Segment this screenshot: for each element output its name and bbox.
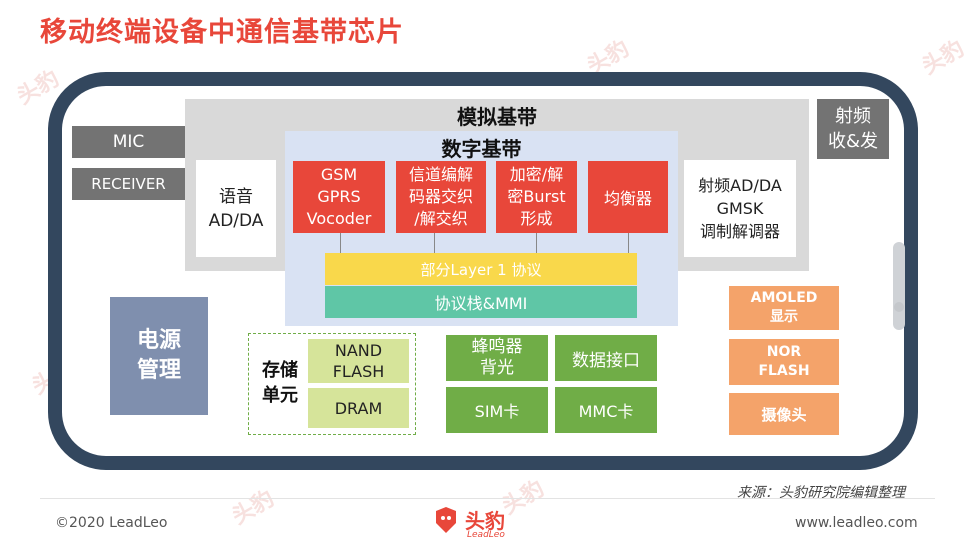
amoled-line1: AMOLED <box>750 290 818 306</box>
mmc-card-box: MMC卡 <box>555 387 657 433</box>
encryption-line2: 密Burst <box>507 187 566 206</box>
nand-line2: FLASH <box>332 362 385 381</box>
digital-baseband-label: 数字基带 <box>441 136 522 161</box>
channel-codec-line3: /解交织 <box>414 209 468 228</box>
camera-box: 摄像头 <box>729 393 839 435</box>
nor-line2: FLASH <box>758 363 810 379</box>
encryption-block: 加密/解 密Burst 形成 <box>496 161 577 233</box>
channel-codec-line2: 码器交织 <box>408 187 473 206</box>
watermark: 头豹 <box>227 486 279 530</box>
phone-side-button <box>893 242 905 330</box>
rf-rxtx-box: 射频 收&发 <box>817 99 889 159</box>
voice-adda-box: 语音 AD/DA <box>196 160 276 257</box>
voice-adda-line2: AD/DA <box>208 210 264 231</box>
receiver-box: RECEIVER <box>72 168 185 200</box>
sim-card-box: SIM卡 <box>446 387 548 433</box>
amoled-box: AMOLED 显示 <box>729 286 839 330</box>
logo-text: 头豹 <box>465 509 505 533</box>
phone-camera-dot <box>894 302 904 312</box>
protocol-stack-bar: 协议栈&MMI <box>325 286 637 318</box>
data-interface-box: 数据接口 <box>555 335 657 381</box>
vocoder-block: GSM GPRS Vocoder <box>293 161 385 233</box>
buzzer-line2: 背光 <box>480 358 514 378</box>
vocoder-line2: GPRS <box>317 187 361 206</box>
rf-rxtx-line2: 收&发 <box>827 131 879 152</box>
storage-label: 存储 单元 <box>255 355 305 411</box>
equalizer-block: 均衡器 <box>588 161 668 233</box>
nand-line1: NAND <box>334 341 383 360</box>
channel-codec-block: 信道编解 码器交织 /解交织 <box>396 161 486 233</box>
source-note: 来源：头豹研究院编辑整理 <box>737 485 905 501</box>
analog-baseband-label: 模拟基带 <box>457 104 537 129</box>
nand-flash-box: NAND FLASH <box>308 339 409 383</box>
equalizer-label: 均衡器 <box>603 189 652 208</box>
storage-unit-region <box>248 333 416 435</box>
nor-flash-box: NOR FLASH <box>729 339 839 385</box>
rf-adda-line2: GMSK <box>716 199 764 218</box>
watermark: 头豹 <box>917 36 969 80</box>
connector-line <box>628 233 629 255</box>
layer1-bar: 部分Layer 1 协议 <box>325 253 637 285</box>
logo-subtext: LeadLeo <box>467 530 505 540</box>
connector-line <box>536 233 537 255</box>
footer-divider <box>40 498 935 499</box>
amoled-line2: 显示 <box>770 309 798 325</box>
buzzer-line1: 蜂鸣器 <box>471 337 523 357</box>
vocoder-line3: Vocoder <box>306 209 372 228</box>
leadleo-logo-icon <box>432 505 460 535</box>
vocoder-line1: GSM <box>320 165 358 184</box>
rf-adda-box: 射频AD/DA GMSK 调制解调器 <box>684 160 796 257</box>
rf-adda-line3: 调制解调器 <box>699 222 780 241</box>
mic-box: MIC <box>72 126 185 158</box>
website-link[interactable]: www.leadleo.com <box>795 515 918 531</box>
storage-line2: 单元 <box>262 385 298 406</box>
power-line1: 电源 <box>136 328 181 353</box>
copyright: ©2020 LeadLeo <box>55 515 168 531</box>
page-title: 移动终端设备中通信基带芯片 <box>40 17 404 48</box>
channel-codec-line1: 信道编解 <box>408 165 473 184</box>
connector-line <box>434 233 435 255</box>
power-line2: 管理 <box>136 358 181 383</box>
power-management-box: 电源 管理 <box>110 297 208 415</box>
storage-line1: 存储 <box>262 360 298 381</box>
rf-rxtx-line1: 射频 <box>835 106 871 127</box>
nor-line1: NOR <box>766 344 802 360</box>
buzzer-backlight-box: 蜂鸣器 背光 <box>446 335 548 381</box>
dram-box: DRAM <box>308 388 409 428</box>
connector-line <box>340 233 341 255</box>
voice-adda-line1: 语音 <box>219 186 253 207</box>
rf-adda-line1: 射频AD/DA <box>698 176 782 195</box>
encryption-line3: 形成 <box>520 209 553 228</box>
encryption-line1: 加密/解 <box>509 165 564 184</box>
